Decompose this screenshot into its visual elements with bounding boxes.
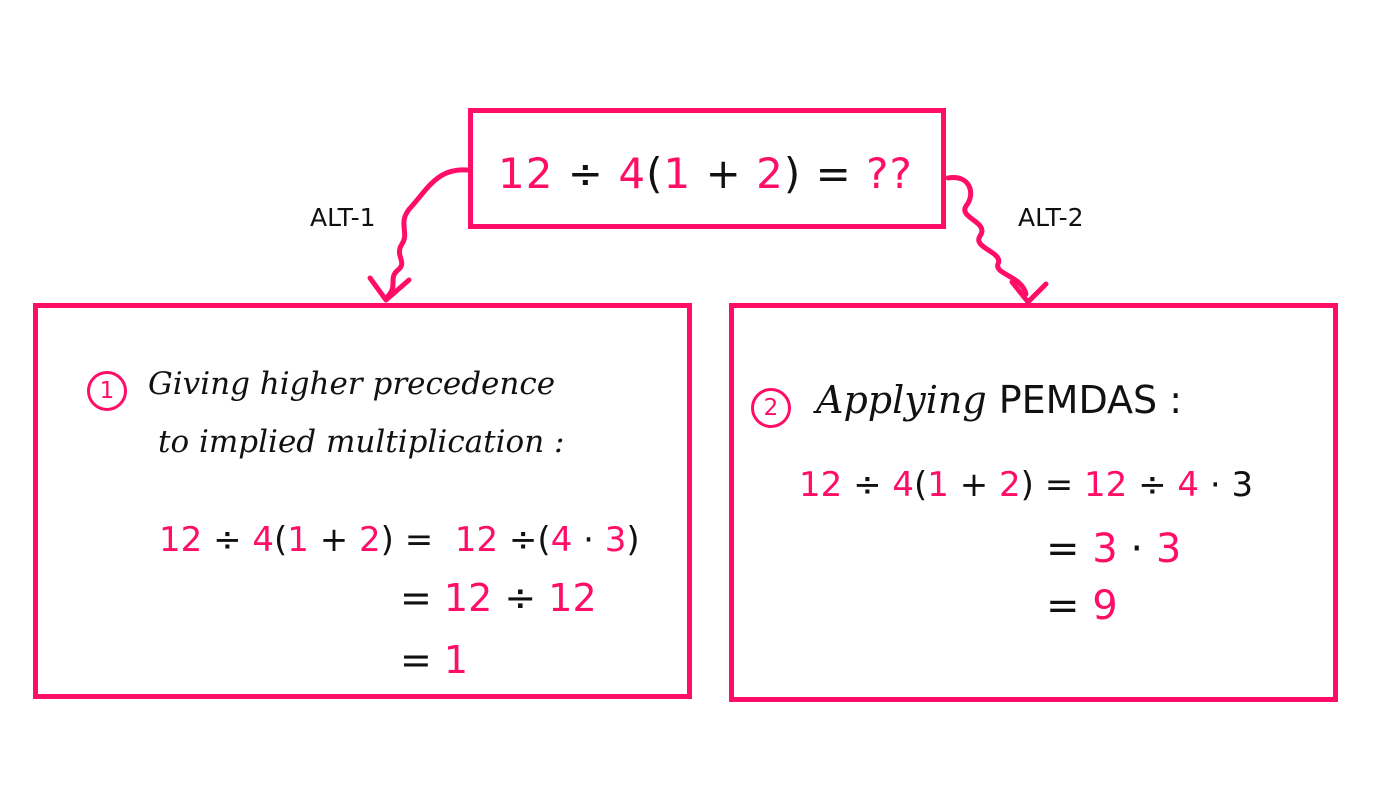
dot-sign: ·	[1199, 465, 1232, 505]
alt-2-equation-line-1: 12 ÷ 4(1 + 2) = 12 ÷ 4 · 3	[799, 465, 1253, 505]
alt-1-equation-line-2: = 12 ÷ 12	[400, 576, 597, 620]
term: 4	[1177, 465, 1200, 505]
alt-2-arrowhead	[1009, 279, 1049, 305]
equals-sign: =	[400, 638, 444, 682]
alt-2-equation-line-3: = 9	[1046, 583, 1118, 629]
equals-sign: =	[1046, 583, 1093, 629]
term: 4	[550, 520, 573, 560]
problem-expression: 12 ÷ 4(1 + 2) = ??	[498, 149, 913, 198]
alt-2-result: 9	[1092, 583, 1118, 629]
alt-2-box: 2 Applying PEMDAS : 12 ÷ 4(1 + 2) = 12 ÷…	[729, 303, 1338, 702]
problem-box: 12 ÷ 4(1 + 2) = ??	[468, 108, 946, 229]
term: 4	[892, 465, 915, 505]
term-4: 4	[618, 149, 647, 198]
paren-open: (	[274, 520, 288, 560]
term: 12	[159, 520, 203, 560]
alt-1-box: 1 Giving higher precedence to implied mu…	[33, 303, 692, 699]
term: 2	[359, 520, 381, 560]
dot-sign: ·	[572, 520, 605, 560]
equals-sign: =	[393, 520, 455, 560]
divide-sign: ÷	[1127, 465, 1178, 505]
divide-sign: ÷	[202, 520, 253, 560]
paren-close: )	[380, 520, 394, 560]
plus-sign: +	[948, 465, 1000, 505]
equals-sign: =	[1033, 465, 1085, 505]
plus-sign: +	[308, 520, 360, 560]
paren-close: )	[1020, 465, 1034, 505]
term: 4	[252, 520, 275, 560]
term: 1	[287, 520, 309, 560]
alt-1-equation-line-1: 12 ÷ 4(1 + 2) = 12 ÷(4 · 3)	[159, 520, 640, 560]
term: 3	[1092, 526, 1118, 572]
alt-1-arrowhead	[367, 275, 412, 303]
paren-close: )	[783, 149, 802, 198]
step-number-1: 1	[87, 371, 127, 411]
paren-close: )	[626, 520, 640, 560]
alt-1-equation-line-3: = 1	[400, 638, 468, 682]
term: 3	[1231, 465, 1254, 505]
term: 12	[454, 520, 499, 560]
question-marks: ??	[866, 149, 913, 198]
term: 1	[927, 465, 949, 505]
term-2: 2	[756, 149, 784, 198]
alt-1-result: 1	[443, 638, 469, 682]
term: 12	[799, 465, 843, 505]
term: 12	[443, 576, 493, 620]
term: 2	[999, 465, 1021, 505]
term: 3	[604, 520, 627, 560]
term: 12	[548, 576, 597, 620]
alt-2-heading-script: Applying	[816, 378, 987, 422]
equals-sign: =	[1046, 526, 1093, 572]
dot-sign: ·	[1117, 526, 1156, 572]
divide-sign: ÷	[492, 576, 549, 620]
alt-1-label: ALT-1	[310, 203, 376, 232]
equals-sign: =	[400, 576, 444, 620]
term-1: 1	[663, 149, 692, 198]
alt-2-squiggle-arrow	[945, 175, 1029, 297]
step-number-2: 2	[751, 388, 791, 428]
divide-sign: ÷	[498, 520, 538, 560]
paren-open: (	[537, 520, 551, 560]
paren-open: (	[914, 465, 928, 505]
divide-sign: ÷	[842, 465, 893, 505]
alt-1-heading-line-2: to implied multiplication :	[158, 424, 565, 460]
divide-sign: ÷	[553, 149, 619, 198]
equals-sign: =	[801, 149, 867, 198]
alt-1-squiggle-arrow	[385, 167, 470, 299]
plus-sign: +	[691, 149, 757, 198]
alt-2-label: ALT-2	[1018, 203, 1084, 232]
paren-open: (	[646, 149, 664, 198]
term: 3	[1155, 526, 1182, 572]
alt-2-heading: Applying PEMDAS :	[816, 378, 1182, 422]
term-12: 12	[498, 149, 554, 198]
alt-2-heading-text: PEMDAS :	[986, 378, 1183, 422]
term: 12	[1084, 465, 1128, 505]
alt-2-equation-line-2: = 3 · 3	[1046, 526, 1181, 572]
alt-1-heading-line-1: Giving higher precedence	[148, 366, 556, 402]
